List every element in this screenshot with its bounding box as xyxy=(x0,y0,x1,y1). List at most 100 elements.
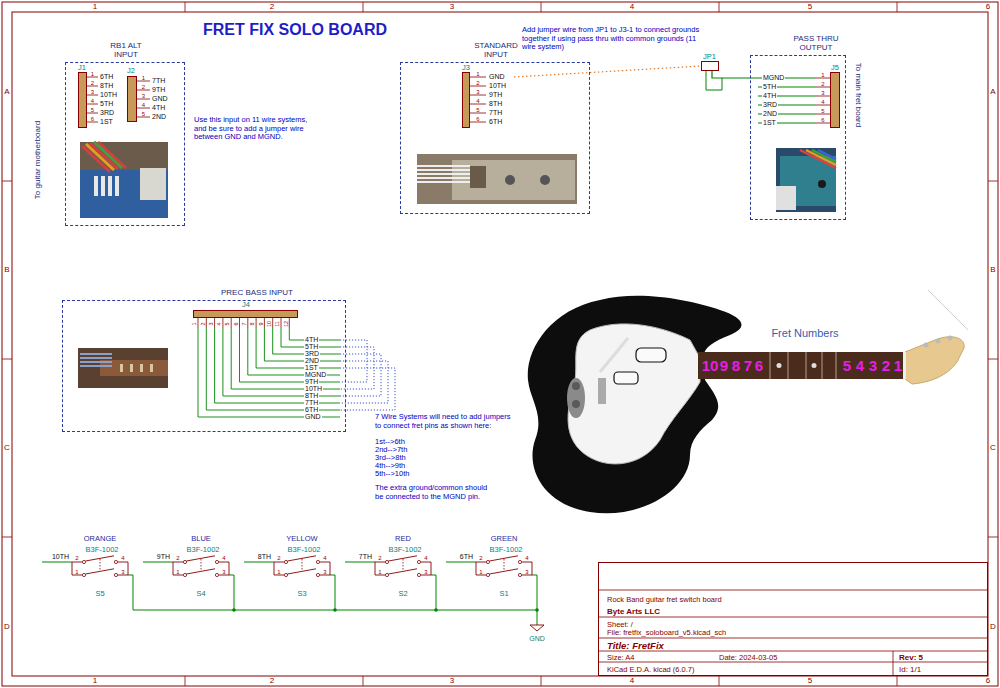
net-label: 9TH xyxy=(157,553,170,561)
board-photo xyxy=(101,176,105,196)
input-group: J4PREC BASS INPUT xyxy=(62,300,346,432)
fret-number: 7 xyxy=(744,357,752,374)
pin-number: 4 xyxy=(121,555,124,562)
net-label: 1ST xyxy=(762,119,777,127)
pin-number: 5 xyxy=(224,322,230,325)
drawing-frame xyxy=(12,12,988,676)
board-photo xyxy=(812,150,836,162)
guitar-illustration xyxy=(928,290,968,330)
group-heading: PREC BASS INPUT xyxy=(221,288,293,298)
net-label: 8TH xyxy=(100,82,113,90)
pin-line xyxy=(137,81,150,117)
pin-number: 1 xyxy=(142,74,145,81)
pin-number: 5 xyxy=(142,110,145,117)
pin-number: 2 xyxy=(199,322,205,325)
jumper-symbol: JP1 xyxy=(701,61,719,71)
fret-number: 2 xyxy=(882,357,890,374)
grid-label: 2 xyxy=(270,676,274,685)
title-block-text: File: fretfix_soloboard_v5.kicad_sch xyxy=(607,629,726,638)
reference-label: B3F-1002 xyxy=(86,546,119,555)
title-block-lines xyxy=(598,590,988,676)
board-photo xyxy=(452,160,575,200)
wire xyxy=(198,328,340,417)
grid-label: 4 xyxy=(630,2,634,11)
reference-label: S5 xyxy=(95,590,104,599)
net-label: 6TH xyxy=(460,553,473,561)
pin-number: 1 xyxy=(277,568,280,575)
title-block-lines xyxy=(598,590,988,676)
input-group: J3STANDARD INPUT xyxy=(400,62,590,214)
note-text: 7 Wire Systems will need to add jumpers … xyxy=(375,413,515,430)
pin-number: 4 xyxy=(222,555,225,562)
reference-label: B3F-1002 xyxy=(389,546,422,555)
net-label: GND xyxy=(152,95,168,103)
connector-body xyxy=(127,76,137,122)
wire xyxy=(133,71,815,625)
switch-symbol xyxy=(244,556,335,610)
connector-symbol: J1 xyxy=(76,64,120,130)
pin-line xyxy=(198,318,289,328)
net-label: 7TH xyxy=(152,77,165,85)
connector-body xyxy=(462,72,470,128)
net-label: 9TH xyxy=(152,86,165,94)
reference-label: B3F-1002 xyxy=(288,546,321,555)
grid-label: 3 xyxy=(450,676,454,685)
board-photo xyxy=(115,176,119,196)
net-label: 1ST xyxy=(100,118,113,126)
grid-label: 1 xyxy=(93,2,97,11)
pin-number: 6 xyxy=(476,115,479,122)
grid-label: A xyxy=(4,87,9,96)
pin-number: 2 xyxy=(75,555,78,562)
pin-number: 2 xyxy=(277,555,280,562)
pin-number: 6 xyxy=(233,322,239,325)
pin-number: 4 xyxy=(821,98,824,105)
guitar-illustration xyxy=(948,336,953,341)
connector-symbol: J3 xyxy=(460,64,514,130)
switch-symbol xyxy=(446,556,537,610)
net-label: 10TH xyxy=(489,82,506,90)
switch-symbol xyxy=(42,556,133,610)
title-block-text: Id: 1/1 xyxy=(899,665,921,674)
pin-number: 7 xyxy=(241,322,247,325)
pin-number: 3 xyxy=(424,568,427,575)
group-heading: STANDARD INPUT xyxy=(471,41,521,60)
pin-number: 1 xyxy=(479,568,482,575)
pin-number: 1 xyxy=(176,568,179,575)
guitar-illustration xyxy=(770,352,836,379)
switch-color: BLUE xyxy=(191,535,211,544)
net-label: 2ND xyxy=(152,113,166,121)
pin-number: 3 xyxy=(323,568,326,575)
board-photo xyxy=(140,364,143,372)
pin-number: 5 xyxy=(91,106,94,113)
guitar-illustration xyxy=(812,363,817,368)
board-photo xyxy=(80,354,112,366)
guitar-illustration xyxy=(905,337,964,384)
guitar-illustration xyxy=(777,363,782,368)
connector-body xyxy=(193,310,298,318)
guitar-illustration xyxy=(903,352,906,379)
title-block: Rock Band guitar fret switch boardByte A… xyxy=(598,562,988,676)
guitar-illustration xyxy=(572,400,580,408)
grid-label: 5 xyxy=(808,2,812,11)
jumper-wire xyxy=(514,66,701,77)
grid-label: 2 xyxy=(270,2,274,11)
pin-number: 4 xyxy=(476,97,479,104)
fret-number: 3 xyxy=(869,357,877,374)
net-label: GND xyxy=(489,73,505,81)
diagram-title: FRET FIX SOLO BOARD xyxy=(203,21,387,39)
net-label: 7TH xyxy=(489,109,502,117)
pin-line xyxy=(87,77,98,122)
net-label: 3RD xyxy=(762,101,778,109)
pin-number: 1 xyxy=(75,568,78,575)
board-photo xyxy=(140,168,166,200)
net-label: 6TH xyxy=(489,118,502,126)
board-photo xyxy=(150,364,153,372)
guitar-illustration xyxy=(936,339,941,344)
guitar-illustration xyxy=(598,378,606,404)
grid-label: C xyxy=(4,443,10,452)
net-label: 4TH xyxy=(762,92,777,100)
title-block-text: Rock Band guitar fret switch board xyxy=(607,596,722,605)
